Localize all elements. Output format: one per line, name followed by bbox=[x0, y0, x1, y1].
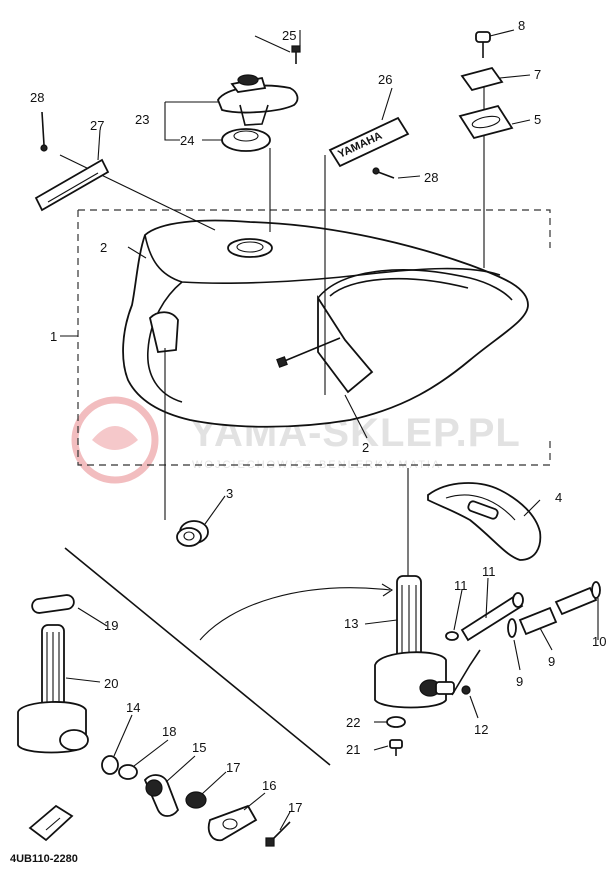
callout-11b: 12 bbox=[474, 722, 488, 737]
callout-12: 13 bbox=[344, 616, 358, 631]
callout-24: 24 bbox=[180, 133, 194, 148]
callout-22: 22 bbox=[346, 715, 360, 730]
screw-28 bbox=[372, 167, 395, 179]
spring-16 bbox=[185, 791, 207, 809]
callout-8: 9 bbox=[548, 654, 555, 669]
callout-1: 1 bbox=[50, 329, 57, 344]
callout-9b: 10 bbox=[592, 634, 606, 649]
plate-27 bbox=[34, 158, 110, 212]
callout-7: 8 bbox=[518, 18, 525, 33]
clip-9a bbox=[507, 618, 517, 638]
callout-11a: 11 bbox=[454, 578, 468, 593]
callout-18: 18 bbox=[162, 724, 176, 739]
assembly-frame bbox=[78, 209, 551, 248]
filter-19 bbox=[31, 594, 75, 614]
callout-3: 3 bbox=[226, 486, 233, 501]
hose-10 bbox=[451, 592, 524, 696]
drawing-code: 4UB110-2280 bbox=[10, 853, 78, 865]
screw-21 bbox=[389, 739, 403, 756]
callout-10: 11 bbox=[482, 564, 496, 579]
lever-13 bbox=[143, 774, 180, 817]
arrow-mark bbox=[28, 804, 74, 842]
fuel-cock-20 bbox=[17, 624, 89, 754]
callout-2b: 2 bbox=[362, 440, 369, 455]
callout-20: 20 bbox=[104, 676, 118, 691]
gasket-24 bbox=[221, 128, 271, 152]
clip-9b bbox=[591, 581, 601, 599]
callout-9a: 9 bbox=[516, 674, 523, 689]
callout-23: 23 bbox=[135, 112, 149, 127]
callout-4: 4 bbox=[555, 490, 562, 505]
callout-16: 17 bbox=[226, 760, 240, 775]
callout-14: 14 bbox=[126, 700, 140, 715]
callout-19: 19 bbox=[104, 618, 118, 633]
watermark-logo bbox=[71, 396, 159, 484]
plate-6 bbox=[460, 66, 504, 92]
clip-11 bbox=[445, 631, 459, 641]
grommet-3 bbox=[176, 520, 209, 547]
clip-11b bbox=[461, 685, 471, 695]
hose-end bbox=[554, 586, 598, 616]
callout-21: 21 bbox=[346, 742, 360, 757]
callout-2a: 2 bbox=[100, 240, 107, 255]
oring-18 bbox=[118, 764, 138, 780]
callout-27: 27 bbox=[90, 118, 104, 133]
screw-17 bbox=[265, 821, 291, 847]
plate-15 bbox=[207, 804, 258, 842]
damper-5 bbox=[458, 104, 514, 140]
fuel-cock-12 bbox=[374, 575, 455, 709]
callout-5: 5 bbox=[534, 112, 541, 127]
callout-28b: 28 bbox=[424, 170, 438, 185]
callout-28a: 28 bbox=[30, 90, 44, 105]
bracket-4 bbox=[427, 482, 542, 561]
callout-26: 26 bbox=[378, 72, 392, 87]
callout-13: 15 bbox=[192, 740, 206, 755]
callout-17: 17 bbox=[288, 800, 302, 815]
washer-22 bbox=[386, 716, 406, 728]
callout-25: 25 bbox=[282, 28, 296, 43]
callout-6: 7 bbox=[534, 67, 541, 82]
callout-15: 16 bbox=[262, 778, 276, 793]
emblem-26: YAMAHA bbox=[328, 116, 410, 168]
pipe-8 bbox=[518, 606, 558, 636]
callout-labels: 25 8 7 5 26 28 28 27 23 24 2 1 2 3 4 11 … bbox=[10, 18, 606, 865]
bolt-7 bbox=[475, 31, 491, 58]
fuel-cap-23 bbox=[217, 74, 299, 126]
washer-14 bbox=[101, 755, 119, 775]
